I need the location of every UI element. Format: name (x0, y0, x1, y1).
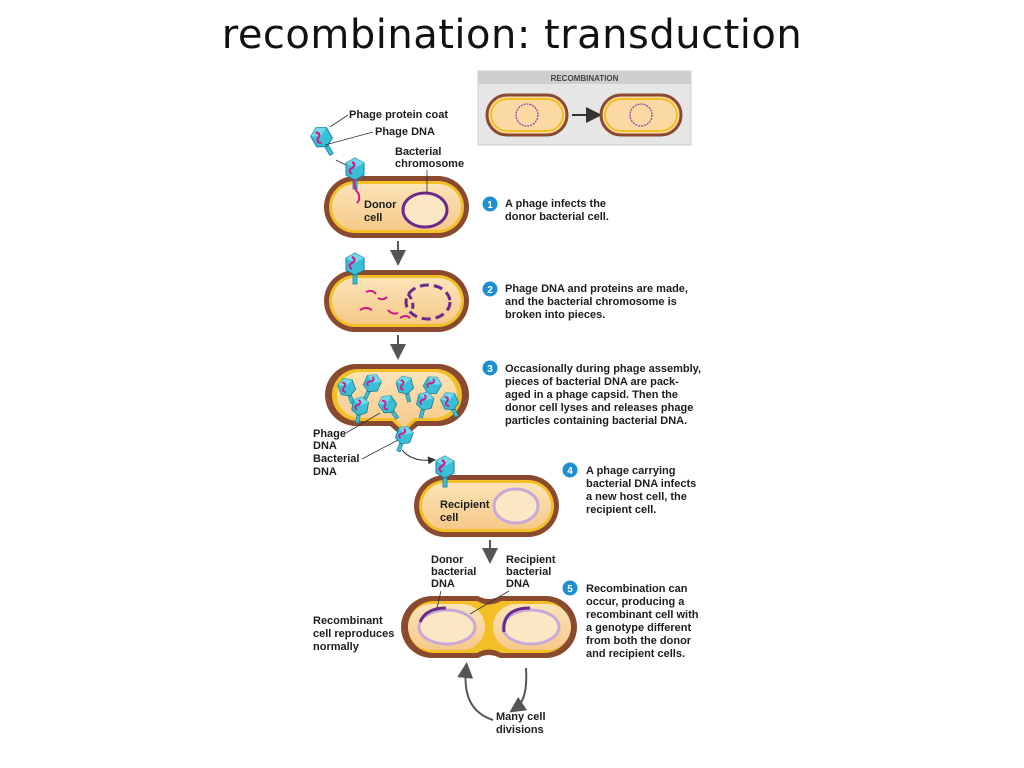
stage-4-recipient-cell (414, 454, 559, 537)
step-5-line-4: a genotype different (586, 622, 691, 634)
label-many-divisions-2: divisions (496, 724, 544, 736)
step-5: 5 Recombination can occur, producing a r… (562, 580, 699, 660)
step-3-badge (482, 360, 498, 376)
step-5-number: 5 (567, 584, 573, 595)
step-3-line-5: particles containing bacterial DNA. (505, 415, 687, 427)
slide-title: recombination: transduction (221, 12, 803, 58)
step-1-line-2: donor bacterial cell. (505, 211, 609, 223)
label-bacterial-chromosome-2: chromosome (395, 158, 464, 170)
stage-1-donor-cell (307, 122, 469, 238)
label-recipient-bacterial-dna-2: bacterial (506, 566, 551, 578)
stage-2-dna-replication (324, 251, 469, 332)
step-5-badge (562, 580, 578, 596)
step-4-badge (562, 462, 578, 478)
label-recombinant-2: cell reproduces (313, 628, 394, 640)
label-phage-protein-coat: Phage protein coat (349, 109, 448, 121)
label-phage-dna-2a: Phage (313, 428, 346, 440)
step-2-line-2: and the bacterial chromosome is (505, 296, 677, 308)
recombination-inset: RECOMBINATION (477, 70, 692, 146)
step-5-line-1: Recombination can (586, 583, 688, 595)
free-phage-icon (307, 122, 341, 161)
label-recipient-cell-2: cell (440, 512, 458, 524)
step-2: 2 Phage DNA and proteins are made, and t… (482, 281, 688, 321)
step-4: 4 A phage carrying bacterial DNA infects… (562, 462, 696, 516)
step-2-number: 2 (487, 285, 493, 296)
label-donor-bacterial-dna-1: Donor (431, 554, 464, 566)
step-1: 1 A phage infects the donor bacterial ce… (482, 196, 609, 223)
step-5-line-6: and recipient cells. (586, 648, 685, 660)
step-4-line-3: a new host cell, the (586, 491, 687, 503)
step-1-badge (482, 196, 498, 212)
step-3-number: 3 (487, 364, 493, 375)
label-many-divisions-1: Many cell (496, 711, 546, 723)
label-bacterial-dna-b: DNA (313, 466, 337, 478)
step-4-number: 4 (567, 466, 573, 477)
label-donor-cell-1: Donor (364, 199, 397, 211)
step-1-number: 1 (487, 200, 493, 211)
label-recipient-bacterial-dna-1: Recipient (506, 554, 556, 566)
step-3-line-3: aged in a phage capsid. Then the (505, 389, 678, 401)
step-2-line-1: Phage DNA and proteins are made, (505, 283, 688, 295)
step-2-badge (482, 281, 498, 297)
step-5-line-2: occur, producing a (586, 596, 685, 608)
label-donor-bacterial-dna-3: DNA (431, 578, 455, 590)
label-donor-bacterial-dna-2: bacterial (431, 566, 476, 578)
step-5-line-5: from both the donor (586, 635, 692, 647)
stage-3-lysing-cell (325, 364, 469, 455)
label-recipient-bacterial-dna-3: DNA (506, 578, 530, 590)
label-recombinant-3: normally (313, 641, 360, 653)
step-4-line-2: bacterial DNA infects (586, 478, 696, 490)
label-recombinant-1: Recombinant (313, 615, 383, 627)
step-3-line-1: Occasionally during phage assembly, (505, 363, 701, 375)
step-1-line-1: A phage infects the (505, 198, 606, 210)
label-phage-dna-2b: DNA (313, 440, 337, 452)
label-recipient-cell-1: Recipient (440, 499, 490, 511)
label-phage-dna: Phage DNA (375, 126, 435, 138)
step-2-line-3: broken into pieces. (505, 309, 605, 321)
step-3-line-2: pieces of bacterial DNA are pack- (505, 376, 679, 388)
step-4-line-1: A phage carrying (586, 465, 675, 477)
label-bacterial-chromosome-1: Bacterial (395, 146, 441, 158)
label-bacterial-dna-a: Bacterial (313, 453, 359, 465)
recombination-header: RECOMBINATION (551, 74, 619, 83)
step-4-line-4: recipient cell. (586, 504, 656, 516)
step-5-line-3: recombinant cell with (586, 609, 699, 621)
step-3-line-4: donor cell lyses and releases phage (505, 402, 693, 414)
step-3: 3 Occasionally during phage assembly, pi… (482, 360, 701, 427)
stage-5-dividing-cell (401, 596, 577, 658)
label-donor-cell-2: cell (364, 212, 382, 224)
